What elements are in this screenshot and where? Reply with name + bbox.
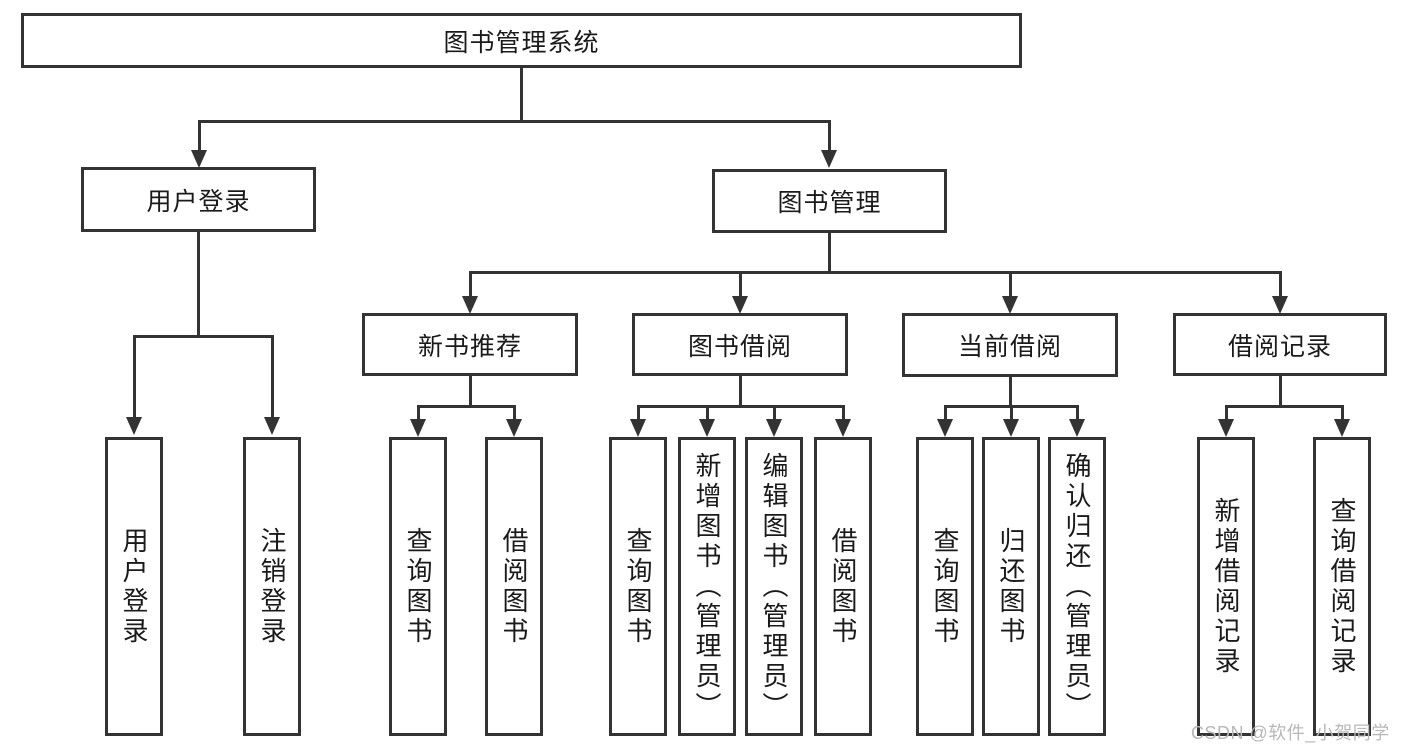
leaf-recommend-query-books: 查询图书	[389, 437, 447, 736]
connector-line	[197, 232, 200, 338]
connector-line	[1076, 405, 1079, 420]
arrow-down-icon	[1272, 296, 1288, 314]
arrow-down-icon	[264, 417, 280, 435]
connector-line	[1010, 405, 1013, 420]
node-label: 借阅图书	[828, 526, 858, 647]
arrow-down-icon	[630, 419, 646, 437]
connector-line	[1341, 405, 1344, 420]
node-label: 确认归还（管理员）	[1062, 451, 1092, 722]
node-label: 图书管理系统	[443, 28, 600, 57]
arrow-down-icon	[191, 150, 207, 168]
leaf-query-borrow-record: 查询借阅记录	[1313, 437, 1371, 736]
connector-line	[944, 405, 947, 420]
connector-line	[470, 271, 1281, 274]
node-label: 新增借阅记录	[1211, 496, 1241, 677]
connector-line	[133, 335, 136, 417]
arrow-down-icon	[937, 419, 953, 437]
arrow-down-icon	[462, 296, 478, 314]
node-label: 图书借阅	[687, 332, 792, 361]
connector-line	[418, 405, 515, 408]
leaf-edit-book-admin: 编辑图书（管理员）	[745, 437, 803, 736]
arrow-down-icon	[410, 419, 426, 437]
node-book-borrowing: 图书借阅	[632, 313, 848, 376]
arrow-down-icon	[835, 419, 851, 437]
leaf-current-query-books: 查询图书	[916, 437, 974, 736]
connector-line	[773, 405, 776, 420]
connector-line	[513, 405, 516, 420]
connector-line	[637, 405, 640, 420]
connector-line	[1279, 271, 1282, 297]
node-label: 新增图书（管理员）	[692, 451, 722, 722]
leaf-return-book: 归还图书	[982, 437, 1040, 736]
connector-line	[198, 120, 201, 150]
connector-line	[842, 405, 845, 420]
arrow-down-icon	[1334, 419, 1350, 437]
leaf-add-borrow-record: 新增借阅记录	[1197, 437, 1255, 736]
node-label: 图书管理	[777, 189, 882, 217]
arrow-down-icon	[766, 419, 782, 437]
node-label: 用户登录	[119, 526, 149, 647]
node-label: 查询图书	[623, 526, 653, 647]
arrow-down-icon	[1218, 419, 1234, 437]
connector-line	[469, 271, 472, 297]
node-user-login: 用户登录	[81, 167, 316, 232]
leaf-user-login: 用户登录	[105, 437, 163, 736]
node-library-system: 图书管理系统	[21, 13, 1022, 68]
node-label: 查询图书	[930, 526, 960, 647]
connector-line	[198, 120, 830, 123]
arrow-down-icon	[126, 417, 142, 435]
leaf-logout: 注销登录	[243, 437, 301, 736]
node-label: 归还图书	[996, 526, 1026, 647]
node-label: 编辑图书（管理员）	[759, 451, 789, 722]
connector-line	[134, 335, 273, 338]
node-new-book-recommend: 新书推荐	[362, 313, 578, 376]
node-label: 借阅记录	[1227, 332, 1332, 361]
node-label: 注销登录	[257, 526, 287, 647]
node-label: 借阅图书	[499, 526, 529, 647]
connector-line	[828, 120, 831, 150]
leaf-confirm-return-admin: 确认归还（管理员）	[1048, 437, 1106, 736]
connector-line	[739, 271, 742, 297]
node-label: 查询图书	[403, 526, 433, 647]
node-borrowing-records: 借阅记录	[1173, 313, 1387, 376]
arrow-down-icon	[699, 419, 715, 437]
arrow-down-icon	[506, 419, 522, 437]
connector-line	[271, 335, 274, 417]
arrow-down-icon	[1069, 419, 1085, 437]
leaf-borrowing-query-books: 查询图书	[609, 437, 667, 736]
node-label: 新书推荐	[417, 332, 522, 361]
connector-line	[1226, 405, 1343, 408]
connector-line	[739, 376, 742, 408]
connector-line	[1009, 271, 1012, 297]
connector-line	[1225, 405, 1228, 420]
connector-line	[1009, 377, 1012, 407]
node-current-borrowing: 当前借阅	[902, 313, 1118, 377]
leaf-recommend-borrow-books: 借阅图书	[485, 437, 543, 736]
arrow-down-icon	[1003, 419, 1019, 437]
connector-line	[417, 405, 420, 420]
connector-line	[828, 233, 831, 274]
connector-line	[638, 405, 844, 408]
node-label: 当前借阅	[957, 333, 1062, 361]
connector-line	[520, 68, 523, 121]
node-label: 查询借阅记录	[1327, 496, 1357, 677]
connector-line	[706, 405, 709, 420]
watermark: CSDN @软件_小贺同学	[1191, 723, 1390, 743]
node-book-management: 图书管理	[712, 169, 947, 233]
connector-line	[1279, 376, 1282, 407]
node-label: 用户登录	[146, 187, 251, 216]
connector-line	[469, 376, 472, 408]
leaf-borrowing-borrow-books: 借阅图书	[814, 437, 872, 736]
leaf-add-book-admin: 新增图书（管理员）	[678, 437, 736, 736]
arrow-down-icon	[732, 296, 748, 314]
arrow-down-icon	[821, 150, 837, 168]
arrow-down-icon	[1002, 296, 1018, 314]
